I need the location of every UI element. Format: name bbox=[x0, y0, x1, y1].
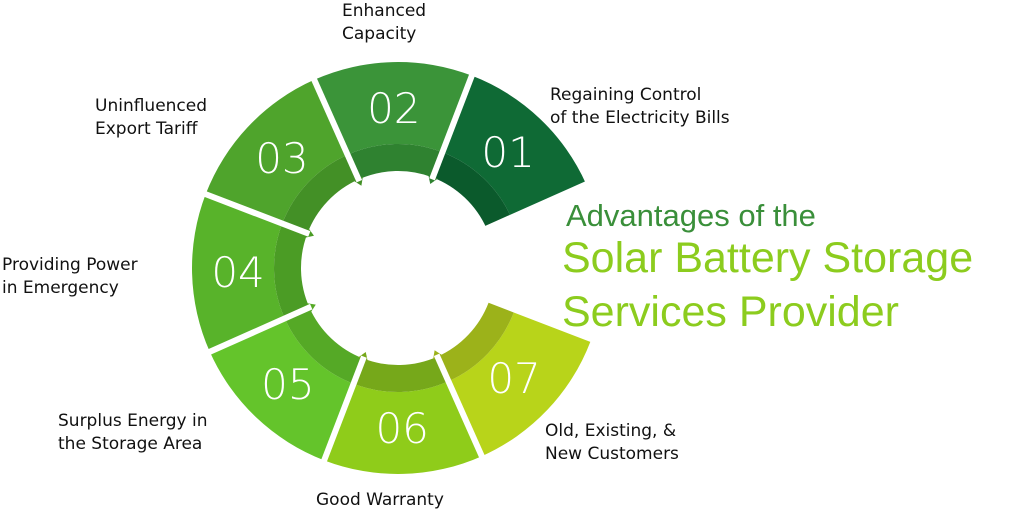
label-line: Old, Existing, & bbox=[545, 421, 677, 441]
segment-number: 07 bbox=[487, 354, 540, 403]
segment-02: 02 bbox=[314, 62, 477, 184]
label-line: Capacity bbox=[342, 24, 417, 44]
label-line: Providing Power bbox=[2, 255, 138, 275]
segment-06: 06 bbox=[319, 352, 482, 475]
segment-inner-band bbox=[353, 356, 449, 392]
segment-01: 01 bbox=[432, 75, 592, 233]
title-line-2: Solar Battery Storage bbox=[562, 234, 974, 282]
segment-outer bbox=[192, 194, 285, 352]
segment-number: 03 bbox=[255, 134, 308, 183]
label-line: in Emergency bbox=[2, 278, 119, 298]
label-line: Good Warranty bbox=[316, 490, 444, 510]
segment-divider bbox=[319, 355, 367, 466]
segment-divider bbox=[200, 189, 311, 237]
label-line: Enhanced bbox=[342, 1, 427, 21]
segment-inner-band bbox=[347, 144, 443, 180]
segment-divider bbox=[433, 353, 487, 462]
label-02: Enhanced Capacity bbox=[342, 0, 426, 46]
segment-inner-band bbox=[284, 307, 364, 384]
label-05: Surplus Energy in the Storage Area bbox=[58, 410, 208, 456]
segment-divider bbox=[483, 179, 592, 233]
segment-05: 05 bbox=[204, 303, 364, 461]
segment-number: 06 bbox=[375, 404, 428, 453]
label-04: Providing Power in Emergency bbox=[2, 254, 138, 300]
label-line: the Storage Area bbox=[58, 434, 203, 454]
label-line: New Customers bbox=[545, 444, 679, 464]
title-line-3: Services Provider bbox=[562, 288, 899, 336]
label-line: Surplus Energy in bbox=[58, 411, 208, 431]
label-01: Regaining Control of the Electricity Bil… bbox=[550, 84, 730, 130]
segment-07: 07 bbox=[433, 302, 591, 462]
segment-outer bbox=[442, 75, 587, 218]
segment-inner-band bbox=[437, 302, 514, 382]
segment-inner-band bbox=[282, 154, 359, 234]
segment-04: 04 bbox=[192, 189, 314, 352]
segment-outer bbox=[205, 79, 348, 224]
title-line-1: Advantages of the bbox=[566, 198, 816, 233]
segment-divider bbox=[309, 74, 363, 183]
label-03: Uninfluenced Export Tariff bbox=[95, 95, 207, 141]
label-line: Export Tariff bbox=[95, 119, 198, 139]
segment-number: 05 bbox=[261, 360, 314, 409]
segment-number: 02 bbox=[367, 84, 420, 133]
segment-divider bbox=[204, 303, 313, 357]
segment-outer bbox=[448, 312, 591, 457]
label-07: Old, Existing, & New Customers bbox=[545, 420, 679, 466]
segment-number: 01 bbox=[481, 128, 534, 177]
label-line: Regaining Control bbox=[550, 85, 702, 105]
segment-inner-band bbox=[274, 223, 310, 319]
label-line: of the Electricity Bills bbox=[550, 108, 730, 128]
segment-outer bbox=[209, 318, 354, 461]
segment-outer bbox=[324, 381, 482, 475]
label-06: Good Warranty bbox=[316, 489, 444, 512]
label-line: Uninfluenced bbox=[95, 96, 208, 116]
segment-number: 04 bbox=[211, 248, 264, 297]
segment-divider bbox=[429, 70, 477, 181]
segment-03: 03 bbox=[205, 74, 363, 234]
segment-outer bbox=[314, 62, 472, 155]
segment-inner-band bbox=[432, 152, 512, 229]
